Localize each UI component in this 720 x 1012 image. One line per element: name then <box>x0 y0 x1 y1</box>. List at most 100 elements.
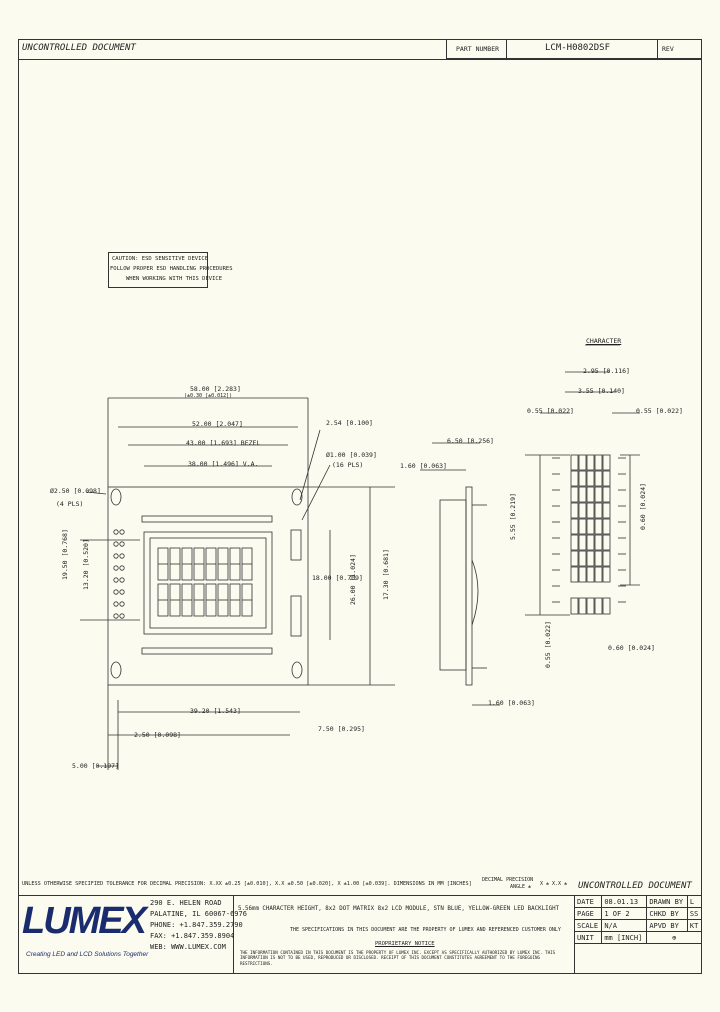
cursor-dot <box>586 597 595 615</box>
dim-bezel: 43.00 [1.693] BEZEL <box>186 439 261 447</box>
dim-height-right: 26.00 [1.024] <box>349 554 357 605</box>
dim-height-left-2: 13.20 [0.520] <box>82 539 90 590</box>
cursor-dot <box>594 597 603 615</box>
dim-side-thickness: 1.60 [0.063] <box>488 699 535 707</box>
precision-values: X ± X.X ± <box>540 881 568 887</box>
detail-dot <box>570 550 579 567</box>
part-number-label: PART NUMBER <box>456 45 500 53</box>
detail-dot <box>570 534 579 551</box>
dim-bottom-width: 39.20 [1.543] <box>190 707 241 715</box>
pin-hole <box>113 565 119 571</box>
title-block <box>18 895 702 974</box>
detail-h3: 0.55 [0.022] <box>544 621 552 668</box>
pin-hole <box>113 577 119 583</box>
dim-hole-count: (4 PLS) <box>56 500 84 508</box>
tolerance-text: UNLESS OTHERWISE SPECIFIED TOLERANCE FOR… <box>22 881 472 887</box>
detail-dot <box>586 502 595 519</box>
detail-gap2: 0.55 [0.022] <box>636 407 683 415</box>
detail-dot <box>602 470 611 487</box>
detail-dot <box>594 486 603 503</box>
detail-dot <box>578 454 587 471</box>
detail-dot <box>602 534 611 551</box>
dim-overall-width: 58.00 [2.283] <box>190 385 241 393</box>
pin-hole <box>119 577 125 583</box>
dim-pin-dia: Ø1.00 [0.039] <box>326 451 377 459</box>
detail-dot <box>586 566 595 583</box>
detail-dot <box>594 566 603 583</box>
dim-height-left: 19.50 [0.768] <box>61 529 69 580</box>
detail-dot <box>570 470 579 487</box>
detail-w2: 3.55 [0.140] <box>578 387 625 395</box>
detail-dot <box>602 550 611 567</box>
dim-active-area: 38.00 [1.496] V.A. <box>188 460 259 468</box>
company-address: 290 E. HELEN ROAD PALATINE, IL 60067-697… <box>150 899 247 951</box>
detail-dot <box>586 486 595 503</box>
esd-note-line-3: WHEN WORKING WITH THIS DEVICE <box>126 276 223 282</box>
pin-hole <box>113 589 119 595</box>
detail-dot <box>578 502 587 519</box>
pin-hole <box>113 529 119 535</box>
pin-hole <box>113 613 119 619</box>
module-description: 5.56mm CHARACTER HEIGHT, 8x2 DOT MATRIX … <box>238 906 560 912</box>
dim-side-top: 6.50 [0.256] <box>447 437 494 445</box>
esd-note-box <box>108 252 208 288</box>
lumex-logo: LUMEX <box>22 900 147 942</box>
cursor-dot <box>570 597 579 615</box>
pin-hole <box>119 601 125 607</box>
esd-note-line-1: CAUTION: ESD SENSITIVE DEVICE <box>112 256 209 262</box>
pin-hole <box>119 541 125 547</box>
pin-hole <box>119 589 125 595</box>
detail-dot <box>602 486 611 503</box>
cursor-dot <box>602 597 611 615</box>
rev-label: REV <box>662 45 674 53</box>
cursor-dot <box>578 597 587 615</box>
proprietary-title: PROPRIETARY NOTICE <box>375 941 435 947</box>
detail-dot <box>594 550 603 567</box>
dim-height-right-2: 17.30 [0.681] <box>382 549 390 600</box>
detail-dot <box>586 518 595 535</box>
dim-height-center: 18.00 [0.709] <box>312 574 363 582</box>
detail-dot <box>570 454 579 471</box>
lumex-tagline: Creating LED and LCD Solutions Together <box>26 951 149 958</box>
pin-hole <box>119 613 125 619</box>
pin-hole <box>113 541 119 547</box>
dim-bottom-pitch: 7.50 [0.295] <box>318 725 365 733</box>
detail-dot <box>578 470 587 487</box>
dim-side-gap: 1.60 [0.063] <box>400 462 447 470</box>
pin-hole <box>119 529 125 535</box>
detail-dot <box>586 534 595 551</box>
part-number: LCM-H0802DSF <box>545 43 611 53</box>
dim-pin-pitch: 2.54 [0.100] <box>326 419 373 427</box>
detail-dot <box>586 454 595 471</box>
detail-dot <box>602 566 611 583</box>
uncontrolled-stamp: UNCONTROLLED DOCUMENT <box>22 43 136 53</box>
detail-dot <box>578 566 587 583</box>
proprietary-text: THE INFORMATION CONTAINED IN THIS DOCUME… <box>240 950 556 966</box>
detail-dot <box>602 518 611 535</box>
detail-dot <box>578 486 587 503</box>
pin-hole <box>113 553 119 559</box>
detail-dot <box>594 518 603 535</box>
detail-h1: 5.55 [0.219] <box>509 493 517 540</box>
detail-dot <box>570 566 579 583</box>
pin-hole <box>113 601 119 607</box>
detail-dot <box>570 502 579 519</box>
part-number-block <box>446 39 702 59</box>
pin-hole <box>119 565 125 571</box>
detail-dot <box>578 534 587 551</box>
dim-mount-span: 52.00 [2.047] <box>192 420 243 428</box>
detail-dot <box>602 454 611 471</box>
decimal-precision-label: DECIMAL PRECISION <box>482 877 534 883</box>
angle-label: ANGLE ± <box>510 884 532 890</box>
dim-bottom-left: 5.00 [0.197] <box>72 762 119 770</box>
detail-dot <box>594 470 603 487</box>
dim-pin-count: (16 PLS) <box>332 461 364 469</box>
esd-note-line-2: FOLLOW PROPER ESD HANDLING PROCEDURES <box>110 266 233 272</box>
detail-dot <box>578 518 587 535</box>
property-notice: THE SPECIFICATIONS IN THIS DOCUMENT ARE … <box>290 927 561 933</box>
detail-dot: 0.60 [0.024] <box>608 644 655 652</box>
detail-dot <box>586 550 595 567</box>
detail-dot <box>602 502 611 519</box>
detail-dot <box>594 502 603 519</box>
